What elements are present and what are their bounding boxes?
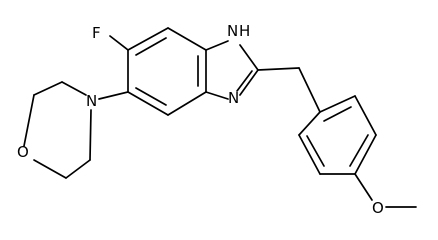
molecule-drawing: F H N N N O O [17,22,417,217]
bond [298,134,321,175]
bond [354,95,377,136]
bond [89,109,92,161]
morpholine-oxygen-label: O [17,143,29,161]
methoxyphenyl-ring [298,95,377,175]
bond [349,134,369,167]
bond [135,37,167,56]
bond [61,81,87,96]
bond [127,27,169,51]
bond [127,91,169,116]
chemical-structure-diagram: F H N N N O O [17,22,417,217]
bond [236,70,253,92]
bond [23,94,35,147]
benzyl-linker-bond [298,67,321,113]
benzyl-linker-bond [257,67,300,71]
bond [33,81,63,96]
bond [65,159,91,179]
bond [205,40,229,51]
morpholine-nitrogen-label: N [86,92,97,110]
fluorine-bond [109,35,129,51]
nh-nitrogen-label: N [227,22,238,40]
methoxy-oxygen-label: O [372,199,384,217]
bond [306,135,325,167]
imine-nitrogen-label: N [228,89,239,107]
imidazole-ring [205,40,259,100]
bond [323,106,352,122]
bond [298,111,321,136]
bond [205,91,229,100]
morpholine-attachment-bond [98,91,129,100]
bond [354,134,377,175]
morpholine-ring [23,81,92,179]
bond [319,95,356,113]
nh-hydrogen-label: H [239,22,250,40]
benzene-ring [127,27,207,116]
bond [239,69,259,96]
fluorine-atom-label: F [92,24,101,42]
bond [239,44,259,71]
bond [167,27,207,51]
bond [135,87,167,106]
bond [33,159,67,179]
methoxy-bond [354,173,373,201]
bond [167,91,207,116]
